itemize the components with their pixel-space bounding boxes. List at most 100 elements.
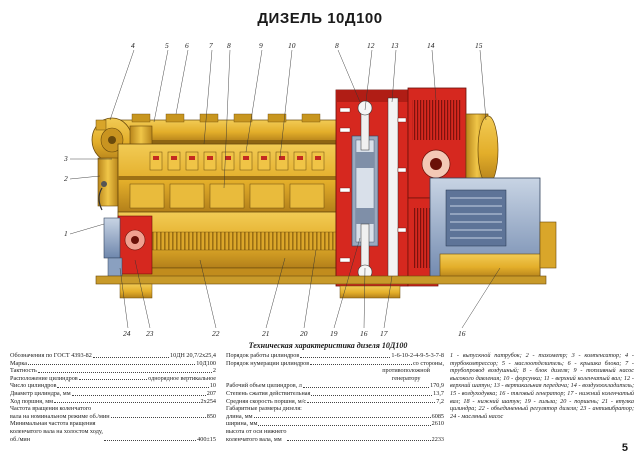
spec-value: 207 (206, 389, 216, 397)
page-title: ДИЗЕЛЬ 10Д100 (257, 10, 383, 27)
spec-label: Средняя скорость поршня, м/с (226, 397, 307, 405)
dot-leader (310, 364, 412, 366)
callout-13: 13 (391, 41, 399, 50)
callout-12: 12 (367, 41, 375, 50)
spec-value: противоположной генератору (382, 367, 430, 382)
spec-value: однорядное вертикальное (148, 374, 216, 382)
front-end-cover (97, 157, 119, 211)
spec-row: Ход поршня, мм 2х254 (10, 398, 216, 406)
spec-row: противоположной генератору (226, 367, 444, 382)
spec-label: Минимальная частота вращения коленчатого… (10, 420, 103, 443)
dot-leader (110, 417, 206, 419)
spec-label: Диаметр цилиндра, мм (10, 389, 71, 397)
dot-leader (78, 379, 148, 381)
spec-value: 2х254 (200, 397, 216, 405)
callout-9: 9 (259, 41, 263, 50)
spec-label: Габаритные размеры дизеля: (226, 405, 302, 413)
dot-leader (54, 402, 200, 404)
dot-leader (28, 364, 196, 366)
exhaust-manifold (111, 113, 343, 144)
dot-leader (253, 417, 431, 419)
dot-leader (37, 371, 212, 373)
spec-value: 7,2 (436, 397, 444, 405)
spec-value: 2 (212, 367, 216, 375)
cutaway-section (335, 89, 409, 287)
callout-20: 20 (300, 329, 308, 338)
spec-row: Средняя скорость поршня, м/с 7,2 (226, 398, 444, 406)
dot-leader (287, 440, 431, 442)
spec-label: высота от оси нижнего коленчатого вала, … (226, 427, 287, 443)
spec-row: длина, мм 6085 (226, 413, 444, 421)
spec-label: Тактность (10, 367, 37, 375)
spec-label: длина, мм (226, 412, 253, 420)
dot-leader (57, 386, 209, 388)
spec-value: 10ДН 20,7/2х25,4 (170, 352, 216, 359)
callout-21: 21 (262, 329, 270, 338)
engine-block (117, 143, 337, 213)
spec-label: Ход поршня, мм (10, 397, 54, 405)
callout-17: 17 (380, 329, 388, 338)
spec-value: 2610 (431, 420, 444, 428)
spec-row: высота от оси нижнего коленчатого вала, … (226, 428, 444, 443)
dot-leader (302, 386, 430, 388)
spec-value: 2233 (431, 435, 444, 443)
legend-column: 1 - выпускной патрубок; 2 - тахометр; 3 … (450, 352, 634, 420)
callout-23: 23 (146, 329, 154, 338)
spec-value: 170,9 (430, 382, 444, 390)
callout-2: 2 (64, 174, 68, 183)
spec-row: Степень сжатия действительная 13,7 (226, 390, 444, 398)
page-number: 5 (621, 442, 628, 454)
engine-cutaway-diagram: 1 2 3 4 5 6 7 8 9 10 8 12 13 14 15 16 17… (63, 41, 557, 338)
spec-row: Частота вращения коленчатого вала на ном… (10, 405, 216, 420)
parts-legend: 1 - выпускной патрубок; 2 - тахометр; 3 … (450, 352, 634, 420)
callout-15: 15 (475, 41, 483, 50)
spec-label: Частота вращения коленчатого вала на ном… (10, 405, 110, 420)
spec-value: 6085 (431, 412, 444, 420)
callout-22: 22 (212, 329, 220, 338)
spec-value: со стороны, (412, 359, 444, 367)
spec-row: Тактность 2 (10, 367, 216, 375)
spec-row: Рабочий объем цилиндров, л 170,9 (226, 382, 444, 390)
spec-table-title: Техническая характеристика дизеля 10Д100 (248, 341, 408, 350)
spec-row: Порядок нумерации цилиндров со стороны, (226, 360, 444, 368)
spec-value: 850 (206, 412, 216, 420)
spec-row: Диаметр цилиндра, мм 207 (10, 390, 216, 398)
dot-leader (258, 424, 431, 426)
callout-11: 8 (335, 41, 339, 50)
spec-value: 10 (209, 382, 216, 390)
dot-leader (307, 402, 436, 404)
spec-label: Степень сжатия действительная (226, 389, 311, 397)
callout-16: 16 (458, 329, 466, 338)
spec-label: Расположение цилиндров (10, 374, 78, 382)
spec-label: Рабочий объем цилиндров, л (226, 382, 302, 390)
spec-label: Порядок нумерации цилиндров (226, 359, 310, 367)
spec-value: 13,7 (433, 389, 444, 397)
antivibrator-section (103, 215, 153, 277)
spec-value: 400±15 (197, 435, 216, 443)
traction-generator (429, 177, 557, 283)
spec-label: Обозначения по ГОСТ 4393-82 (10, 352, 92, 359)
callout-10: 10 (288, 41, 296, 50)
callout-18: 16 (360, 329, 368, 338)
callout-14: 14 (427, 41, 435, 50)
callout-4: 4 (131, 41, 135, 50)
callout-3: 3 (63, 154, 68, 163)
spec-value: 1-6-10-2-4-9-5-3-7-8 (391, 352, 444, 359)
callout-7: 7 (209, 41, 213, 50)
spec-label: Число цилиндров (10, 382, 57, 390)
base-frame (95, 275, 547, 299)
dot-leader (311, 394, 433, 396)
callout-24: 24 (123, 329, 131, 338)
dot-leader (92, 356, 169, 358)
callout-1: 1 (64, 229, 68, 238)
callout-19: 19 (330, 329, 338, 338)
spec-row: Расположение цилиндров однорядное вертика… (10, 375, 216, 383)
spec-row: Обозначения по ГОСТ 4393-82 10ДН 20,7/2х2… (10, 352, 216, 360)
spec-row: Число цилиндров 10 (10, 382, 216, 390)
dot-leader (103, 440, 197, 442)
dot-leader (300, 356, 391, 358)
